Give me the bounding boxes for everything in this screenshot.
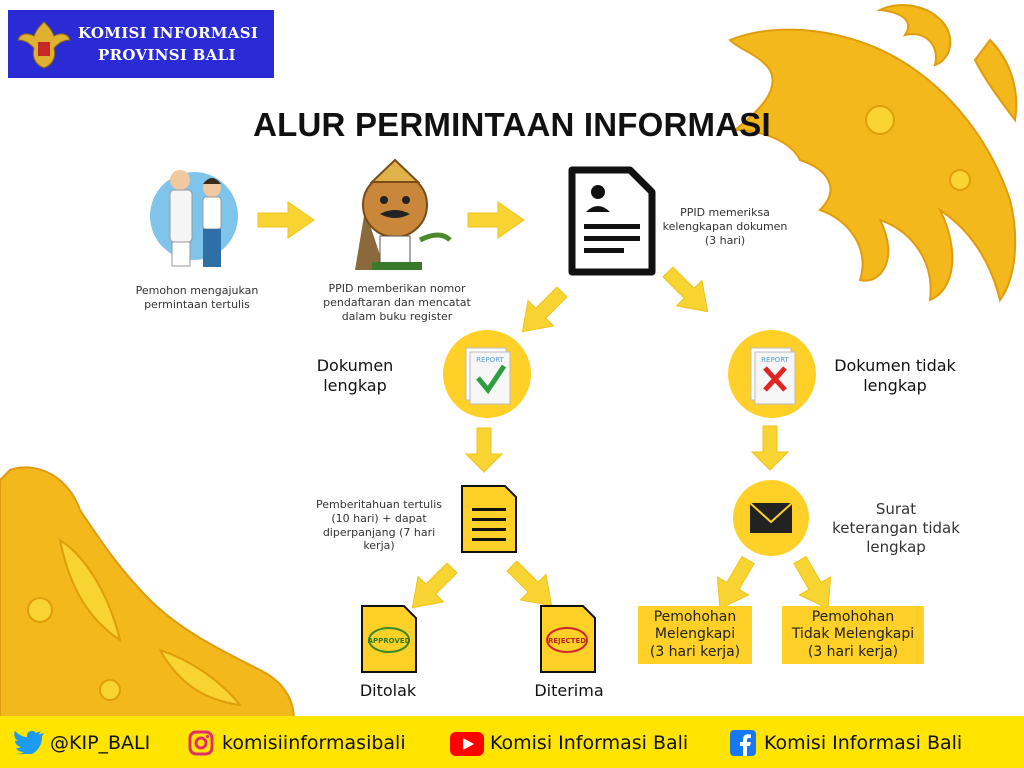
outcome-b-label: Diterima <box>534 681 604 700</box>
ornament-top-right <box>728 4 1018 303</box>
step1-label: Pemohon mengajukan permintaan tertulis <box>135 284 259 311</box>
complete-label: Dokumen lengkap <box>316 356 394 395</box>
report-check-icon: REPORT <box>443 330 531 418</box>
box-complete-request: Pemohohan Melengkapi (3 hari kerja) <box>638 606 752 664</box>
org-name-line2: PROVINSI BALI <box>98 46 236 64</box>
garuda-emblem-icon <box>17 21 71 69</box>
ornament-bottom-left <box>0 466 295 741</box>
facebook-page[interactable]: Komisi Informasi Bali <box>764 732 963 754</box>
envelope-icon <box>733 480 809 556</box>
twitter-icon[interactable] <box>14 730 44 754</box>
letter-label: Surat keterangan tidak lengkap <box>832 500 960 556</box>
step2-label: PPID memberikan nomor pendaftaran dan me… <box>323 282 471 323</box>
box-incomplete-request: Pemohohan Tidak Melengkapi (3 hari kerja… <box>782 606 924 664</box>
instagram-icon[interactable] <box>188 730 214 756</box>
footer-bar: @KIP_BALI komisiinformasibali Komisi Inf… <box>0 716 1024 768</box>
youtube-channel[interactable]: Komisi Informasi Bali <box>490 732 689 754</box>
facebook-icon[interactable] <box>730 730 756 756</box>
ppid-officer-icon <box>355 158 452 270</box>
report-label: REPORT <box>761 356 789 364</box>
page-title: ALUR PERMINTAAN INFORMASI <box>253 106 771 143</box>
youtube-icon[interactable] <box>450 732 484 756</box>
approved-stamp-icon: APPROVED <box>361 605 417 673</box>
document-profile-icon <box>568 166 656 276</box>
rejected-stamp-icon: REJECTED <box>540 605 596 673</box>
notice-document-icon <box>461 485 517 553</box>
notice-label: Pemberitahuan tertulis (10 hari) + dapat… <box>316 498 442 553</box>
incomplete-label: Dokumen tidak lengkap <box>834 356 956 395</box>
outcome-a-label: Ditolak <box>359 681 417 700</box>
report-cross-icon: REPORT <box>728 330 816 418</box>
report-label: REPORT <box>476 356 504 364</box>
header-badge: KOMISI INFORMASI PROVINSI BALI <box>8 10 274 78</box>
applicant-couple-icon <box>150 170 238 267</box>
stamp-text: APPROVED <box>368 637 411 645</box>
stamp-text: REJECTED <box>548 637 586 645</box>
twitter-handle[interactable]: @KIP_BALI <box>50 732 151 754</box>
step3-label: PPID memeriksa kelengkapan dokumen (3 ha… <box>662 206 788 247</box>
org-name-line1: KOMISI INFORMASI <box>78 24 259 42</box>
instagram-handle[interactable]: komisiinformasibali <box>222 732 406 754</box>
